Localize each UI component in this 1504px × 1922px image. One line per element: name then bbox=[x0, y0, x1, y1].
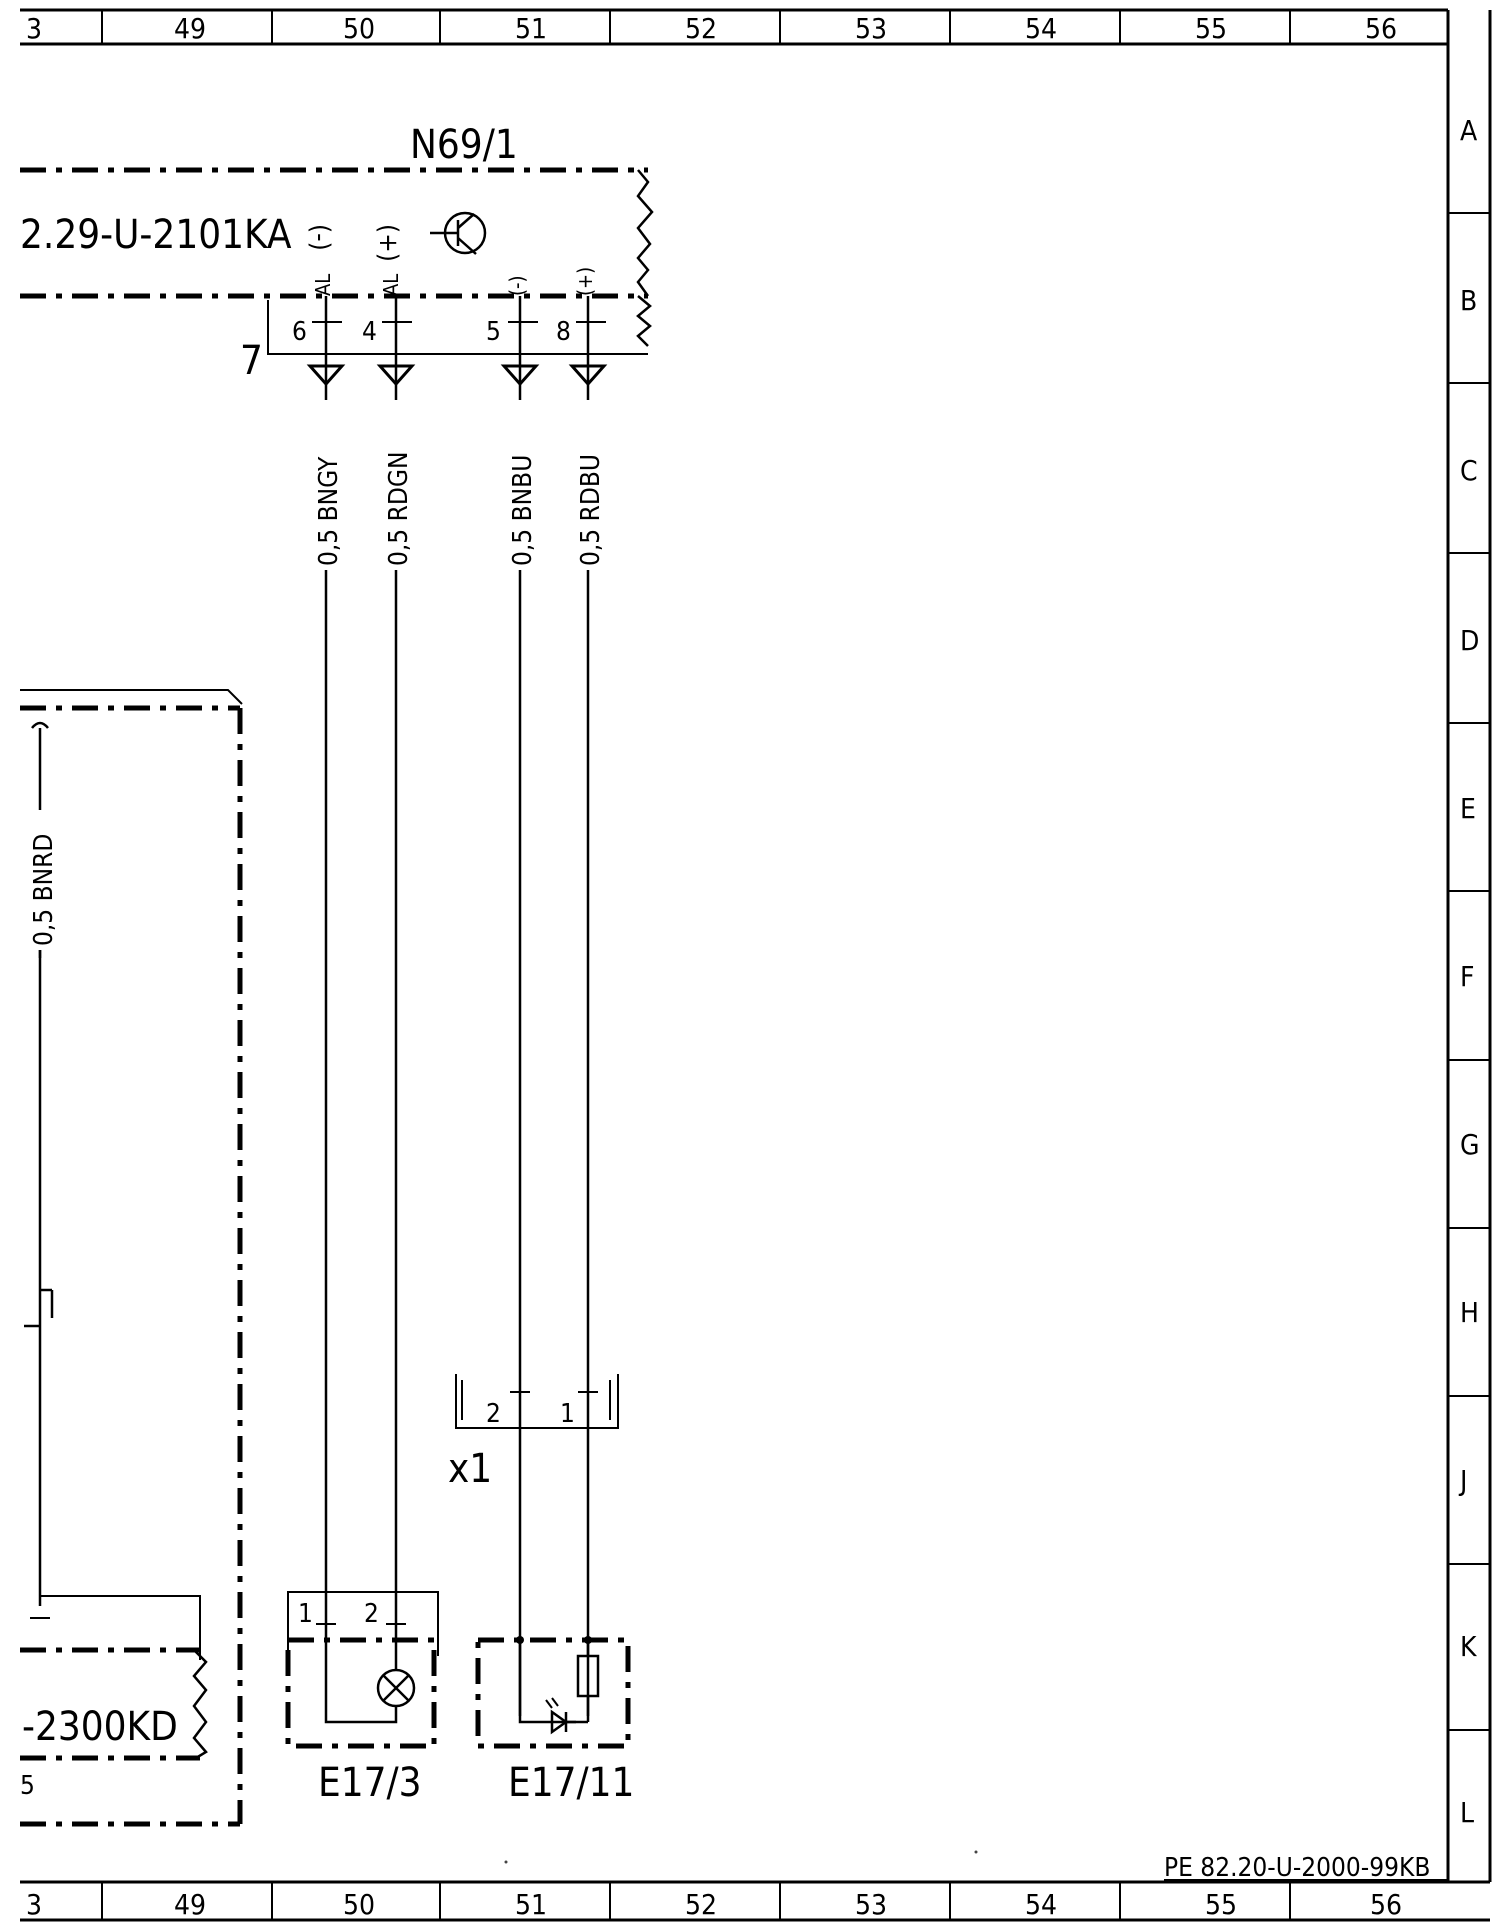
wire-label: 0,5 BNGY bbox=[314, 456, 344, 566]
connector-pin: 1 bbox=[560, 1399, 575, 1429]
speck bbox=[504, 1860, 508, 1864]
top-column-labels: 3 49 50 51 52 53 54 55 56 bbox=[26, 12, 1397, 45]
wire-label: 0,5 RDBU bbox=[576, 454, 606, 566]
connector-id: x1 bbox=[448, 1446, 492, 1492]
pin-type-label: AL bbox=[311, 274, 335, 296]
row-label: F bbox=[1460, 960, 1475, 993]
pin-number: 4 bbox=[362, 317, 377, 347]
document-reference: PE 82.20-U-2000-99KB bbox=[1164, 1853, 1430, 1883]
row-label: K bbox=[1460, 1630, 1478, 1663]
row-label: E bbox=[1460, 792, 1476, 825]
bottom-column-labels: 3 49 50 51 52 53 54 55 56 bbox=[26, 1888, 1402, 1921]
row-label: L bbox=[1460, 1796, 1474, 1829]
left-module: 0,5 BNRD -2300KD 5 bbox=[20, 689, 243, 1827]
led-icon bbox=[545, 1697, 588, 1735]
pin-type-label: (+) bbox=[573, 267, 597, 296]
pin-number: 5 bbox=[486, 317, 501, 347]
row-label: B bbox=[1460, 284, 1477, 317]
module-id: N69/1 bbox=[410, 122, 518, 168]
col-label: 49 bbox=[174, 1888, 206, 1921]
wire-label: 0,5 RDGN bbox=[384, 452, 414, 567]
col-label: 51 bbox=[515, 1888, 547, 1921]
speck bbox=[974, 1850, 978, 1854]
col-label: 50 bbox=[343, 1888, 375, 1921]
light-id: E17/11 bbox=[508, 1760, 634, 1806]
pin-type-label: (-) bbox=[505, 275, 529, 296]
pin-number: 6 bbox=[292, 317, 307, 347]
pin-polarity-plus: (+) bbox=[373, 224, 403, 262]
drawing-frame bbox=[20, 8, 1492, 1922]
wire-label: 0,5 BNRD bbox=[29, 834, 59, 946]
lamp-e17-3: 1 2 E17/3 bbox=[285, 1591, 439, 1806]
col-label: 54 bbox=[1025, 12, 1057, 45]
module-code: 2.29-U-2101KA bbox=[20, 212, 292, 258]
left-module-code: -2300KD bbox=[22, 1704, 178, 1750]
lamp-icon bbox=[376, 1668, 416, 1708]
col-label: 55 bbox=[1195, 12, 1227, 45]
row-label: G bbox=[1460, 1128, 1480, 1161]
left-module-fragment: 5 bbox=[20, 1771, 35, 1801]
col-label: 52 bbox=[685, 12, 717, 45]
col-label: 49 bbox=[174, 12, 206, 45]
lamp-pin: 2 bbox=[364, 1599, 379, 1629]
col-label: 54 bbox=[1025, 1888, 1057, 1921]
wire-label: 0,5 BNBU bbox=[508, 455, 538, 566]
connector-x1: 2 1 x1 bbox=[448, 1374, 619, 1492]
module-n69-1: N69/1 2.29-U-2101KA (-) (+) bbox=[20, 122, 654, 347]
row-label: D bbox=[1460, 624, 1479, 657]
col-label: 53 bbox=[855, 1888, 887, 1921]
pin-type-label: AL bbox=[379, 274, 403, 296]
transistor-icon bbox=[430, 211, 487, 255]
connector-pin: 2 bbox=[486, 1399, 501, 1429]
light-e17-11: E17/11 bbox=[475, 1636, 634, 1806]
col-label: 3 bbox=[26, 1888, 42, 1921]
col-label: 50 bbox=[343, 12, 375, 45]
row-label: J bbox=[1458, 1464, 1467, 1497]
col-label: 3 bbox=[26, 12, 42, 45]
pin-number: 8 bbox=[556, 317, 571, 347]
pin-polarity-minus: (-) bbox=[305, 224, 335, 251]
row-label: H bbox=[1460, 1296, 1479, 1329]
lamp-pin: 1 bbox=[298, 1599, 313, 1629]
wire-labels: 0,5 BNGY 0,5 RDGN 0,5 BNBU 0,5 RDBU bbox=[306, 400, 608, 570]
row-label: C bbox=[1460, 454, 1478, 487]
col-label: 51 bbox=[515, 12, 547, 45]
col-label: 56 bbox=[1365, 12, 1397, 45]
col-label: 52 bbox=[685, 1888, 717, 1921]
pin-number: 7 bbox=[240, 338, 263, 384]
lamp-id: E17/3 bbox=[318, 1760, 422, 1806]
row-labels: A B C D E F G H J K L bbox=[1458, 114, 1480, 1829]
col-label: 53 bbox=[855, 12, 887, 45]
module-pins: AL AL (-) (+) 6 4 5 8 7 bbox=[240, 267, 648, 384]
col-label: 55 bbox=[1205, 1888, 1237, 1921]
col-label: 56 bbox=[1370, 1888, 1402, 1921]
row-label: A bbox=[1460, 114, 1478, 147]
